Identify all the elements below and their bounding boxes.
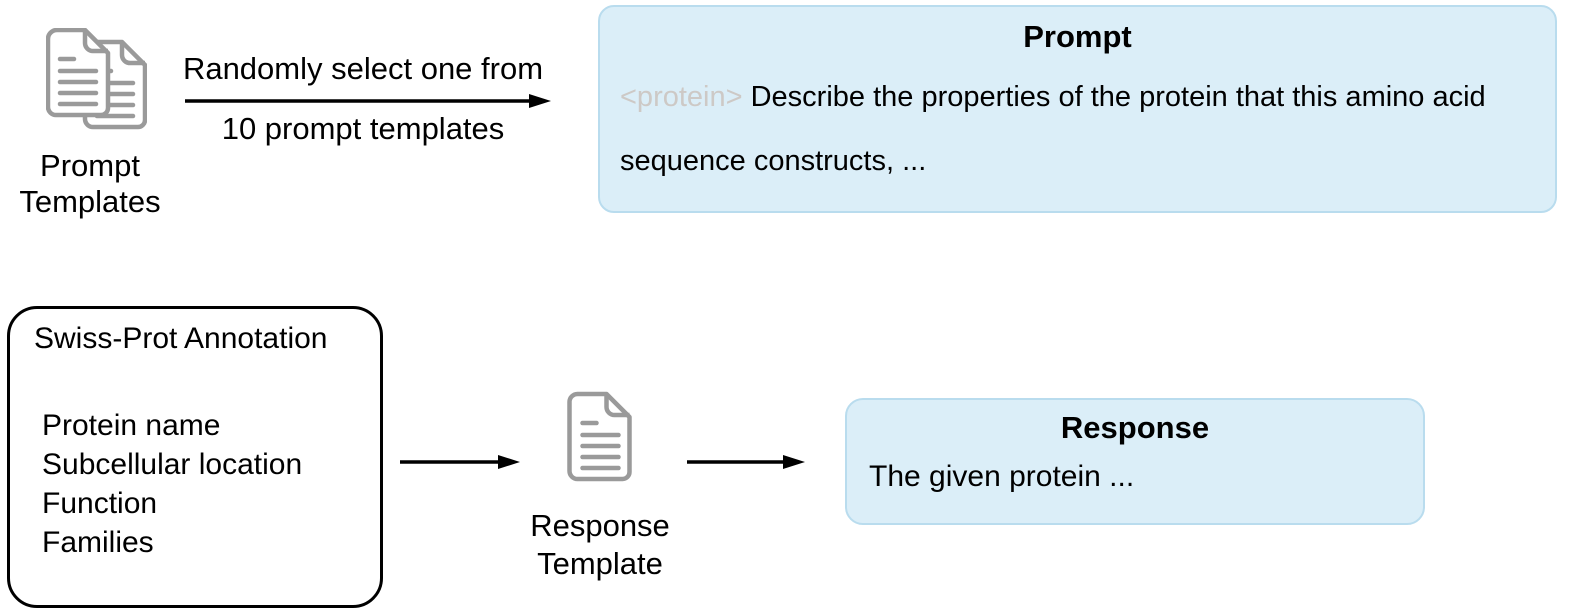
prompt-box-title: Prompt <box>1023 19 1132 54</box>
prompt-box: Prompt <protein> Describe the properties… <box>598 5 1557 213</box>
prompt-box-body: <protein> Describe the properties of the… <box>620 65 1535 193</box>
annotation-field: Function <box>42 487 158 520</box>
protein-placeholder-tag: <protein> <box>620 81 743 113</box>
selection-arrow-caption-top: Randomly select one from <box>182 51 544 86</box>
annotation-field-list: Protein name Subcellular location Functi… <box>42 406 380 562</box>
response-box-text: The given protein ... <box>869 460 1135 493</box>
annotation-to-template-arrow <box>400 455 520 469</box>
selection-arrow <box>185 94 551 108</box>
annotation-box-title: Swiss-Prot Annotation <box>34 322 328 355</box>
annotation-box: Swiss-Prot Annotation Protein name Subce… <box>7 306 383 608</box>
annotation-field: Subcellular location <box>42 448 303 481</box>
selection-arrow-caption-bottom: 10 prompt templates <box>221 111 505 146</box>
response-box: Response The given protein ... <box>845 398 1425 525</box>
template-to-response-arrow <box>687 455 805 469</box>
prompt-templates-label: Prompt Templates <box>19 148 161 219</box>
annotation-field: Families <box>42 526 154 559</box>
response-box-title: Response <box>1060 410 1210 445</box>
document-icon <box>567 391 632 482</box>
documents-icon <box>46 28 147 130</box>
response-template-label: Response Template <box>530 508 670 581</box>
annotation-field: Protein name <box>42 409 221 442</box>
prompt-box-text: Describe the properties of the protein t… <box>620 81 1486 177</box>
